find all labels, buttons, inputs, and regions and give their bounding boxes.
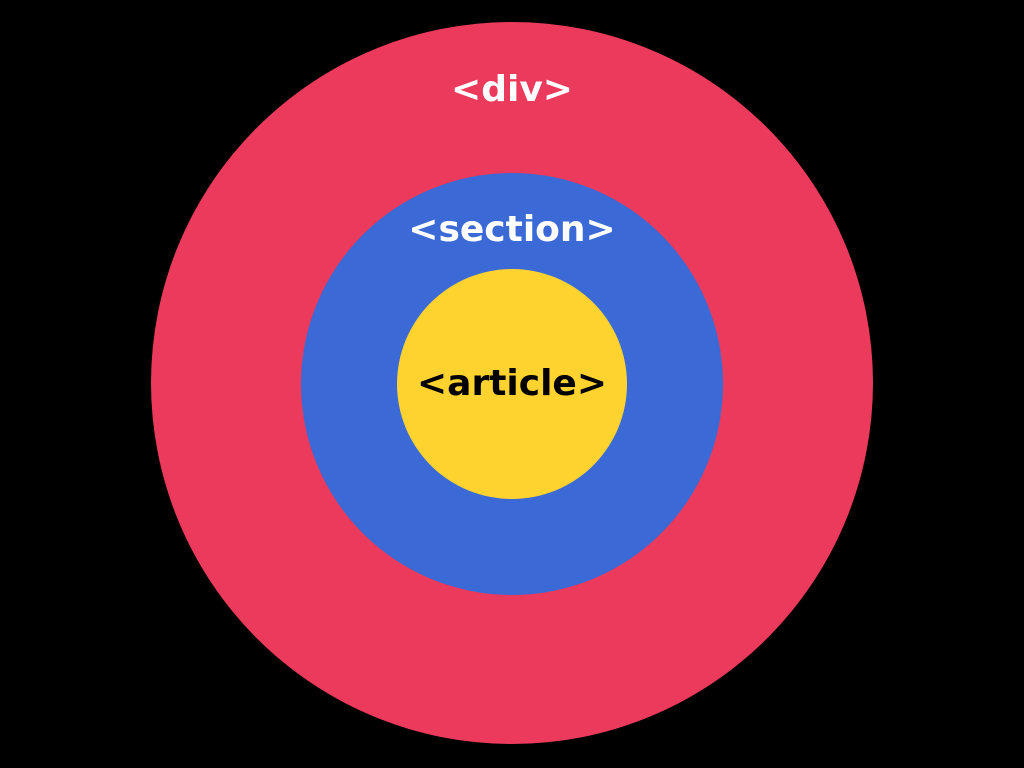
article-label: <article> [416,363,608,404]
article-circle [397,269,627,499]
section-label: <section> [408,209,616,250]
div-label: <div> [451,69,573,110]
